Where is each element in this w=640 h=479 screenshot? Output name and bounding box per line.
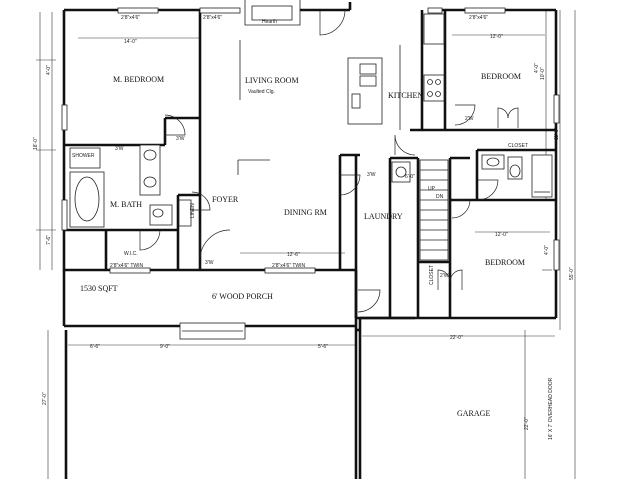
dim-left-18: 18'-0" [33, 137, 39, 150]
dim-door-3w-3: 3'W [367, 172, 376, 178]
dimension-lines [36, 10, 576, 479]
dim-living-span: 12'-6" [287, 252, 300, 258]
dim-bed2-width: 12'-0" [495, 232, 508, 238]
dim-garage-door: 16' X 7' OVERHEAD DOOR [548, 377, 554, 440]
dim-right-10: 10'-0" [540, 67, 546, 80]
porch-label: 6' WOOD PORCH [212, 292, 273, 301]
kitchen-label: KITCHEN [388, 91, 423, 100]
dim-top-3: 2'8"x4'6" [469, 15, 488, 21]
stairs-down-label: DN [436, 194, 444, 200]
dim-hall-6: 6'-0" [405, 174, 415, 180]
stairs: UP DN [419, 159, 449, 261]
porch-steps [179, 322, 246, 340]
dim-left-7: 7'-6" [46, 235, 52, 245]
dim-porch-b: 9'-0" [160, 344, 170, 350]
dim-top-1: 2'8"x4'6" [121, 15, 140, 21]
shower-label: SHOWER [72, 153, 95, 159]
dim-garage-width: 22'-0" [450, 335, 463, 341]
closet-label: CLOSET [508, 143, 528, 149]
misc-lines [237, 40, 401, 175]
dim-left-27: 27'-0" [42, 392, 48, 405]
wic-label: W.I.C. [124, 251, 138, 257]
fireplace: Hearth [244, 0, 301, 26]
dining-label: DINING RM [284, 208, 327, 217]
garage-label: GARAGE [457, 409, 490, 418]
dim-door-3w-1: 3'W [115, 146, 124, 152]
dim-right-4a: 4'-0" [534, 63, 540, 73]
dim-top-2: 2'8"x4'6" [203, 15, 222, 21]
foyer-label: FOYER [212, 195, 239, 204]
dim-window-lr: 2'8"x4'6" TWIN [272, 263, 306, 269]
hearth-label: Hearth [262, 19, 277, 25]
living-room-label: LIVING ROOM [245, 76, 299, 85]
dim-garage-depth: 22'-0" [524, 417, 530, 430]
dim-left-4: 4'-0" [46, 65, 52, 75]
room-labels: M. BEDROOM LIVING ROOM Vaulted Clg. KITC… [80, 72, 528, 418]
dim-right-11: 11'-6" [554, 127, 560, 140]
bath-fixtures: SHOWER LINEN [69, 144, 553, 228]
interior-walls [64, 10, 556, 320]
kitchen-fixtures [347, 13, 445, 183]
doors [139, 9, 519, 313]
dim-porch-a: 6'-6" [90, 344, 100, 350]
linen-label: LINEN [190, 203, 196, 218]
dim-door-3w-porch: 3'W [205, 260, 214, 266]
dim-mbed-width: 14'-0" [124, 39, 137, 45]
living-room-note: Vaulted Clg. [248, 89, 275, 95]
dim-door-2w-2: 2'W [440, 273, 449, 279]
master-bath-label: M. BATH [110, 200, 142, 209]
windows [61, 7, 560, 274]
dim-bed-width: 12'-0" [490, 34, 503, 40]
dim-window-wic: 2'8"x4'6" TWIN [110, 263, 144, 269]
dim-right-55: 55'-0" [569, 267, 575, 280]
bedroom-lower-label: BEDROOM [485, 258, 525, 267]
area-label: 1530 SQFT [80, 284, 118, 293]
dim-door-2w-1: 2'W [465, 116, 474, 122]
dim-door-3w-2: 3'W [176, 136, 185, 142]
dimension-labels: 2'8"x4'6" 2'8"x4'6" 2'8"x4'6" 14'-0" 12'… [33, 15, 575, 440]
closet-small-label: CLOSET [429, 265, 435, 285]
bedroom-upper-label: BEDROOM [481, 72, 521, 81]
laundry-label: LAUNDRY [364, 212, 403, 221]
dim-porch-c: 5'-6" [318, 344, 328, 350]
dim-right-4b: 4'-0" [544, 245, 550, 255]
master-bedroom-label: M. BEDROOM [113, 75, 164, 84]
stairs-up-label: UP [428, 186, 436, 192]
